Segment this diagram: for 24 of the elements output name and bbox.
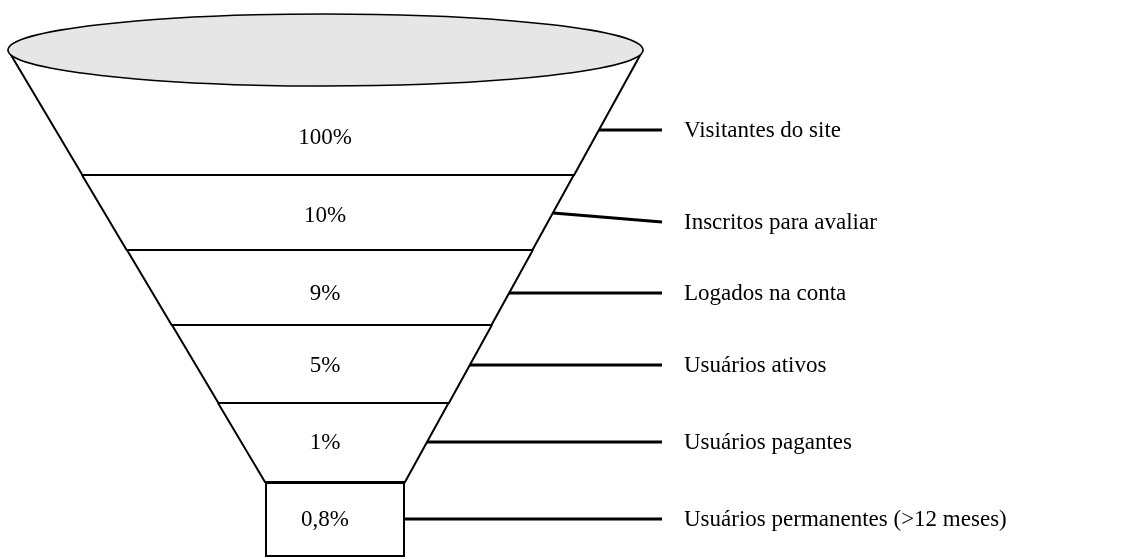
leader-line bbox=[553, 211, 663, 224]
leader-line bbox=[509, 291, 662, 295]
funnel-band bbox=[8, 13, 643, 175]
leader-line bbox=[405, 517, 662, 521]
stage-label: Visitantes do site bbox=[662, 117, 842, 143]
leader-line bbox=[598, 128, 662, 132]
funnel-band bbox=[171, 325, 492, 403]
funnel-band bbox=[218, 403, 449, 482]
stage-label: Inscritos para avaliar bbox=[662, 209, 877, 235]
stage-label: Usuários pagantes bbox=[662, 429, 852, 455]
percentage-value: 0,8% bbox=[301, 506, 349, 532]
percentage-value: 5% bbox=[309, 352, 341, 378]
percentage-value: 10% bbox=[303, 202, 347, 228]
stage-label: Logados na conta bbox=[662, 280, 847, 306]
funnel-band bbox=[126, 250, 533, 325]
funnel-base-box bbox=[265, 482, 405, 557]
percentage-value: 9% bbox=[309, 280, 341, 306]
stage-label: Usuários permanentes (>12 meses) bbox=[662, 506, 1007, 532]
percentage-value: 100% bbox=[298, 124, 352, 150]
funnel-band bbox=[82, 175, 575, 250]
stage-label: Usuários ativos bbox=[662, 352, 827, 378]
leader-line bbox=[469, 363, 662, 367]
percentage-value: 1% bbox=[309, 429, 341, 455]
leader-line bbox=[427, 440, 662, 444]
